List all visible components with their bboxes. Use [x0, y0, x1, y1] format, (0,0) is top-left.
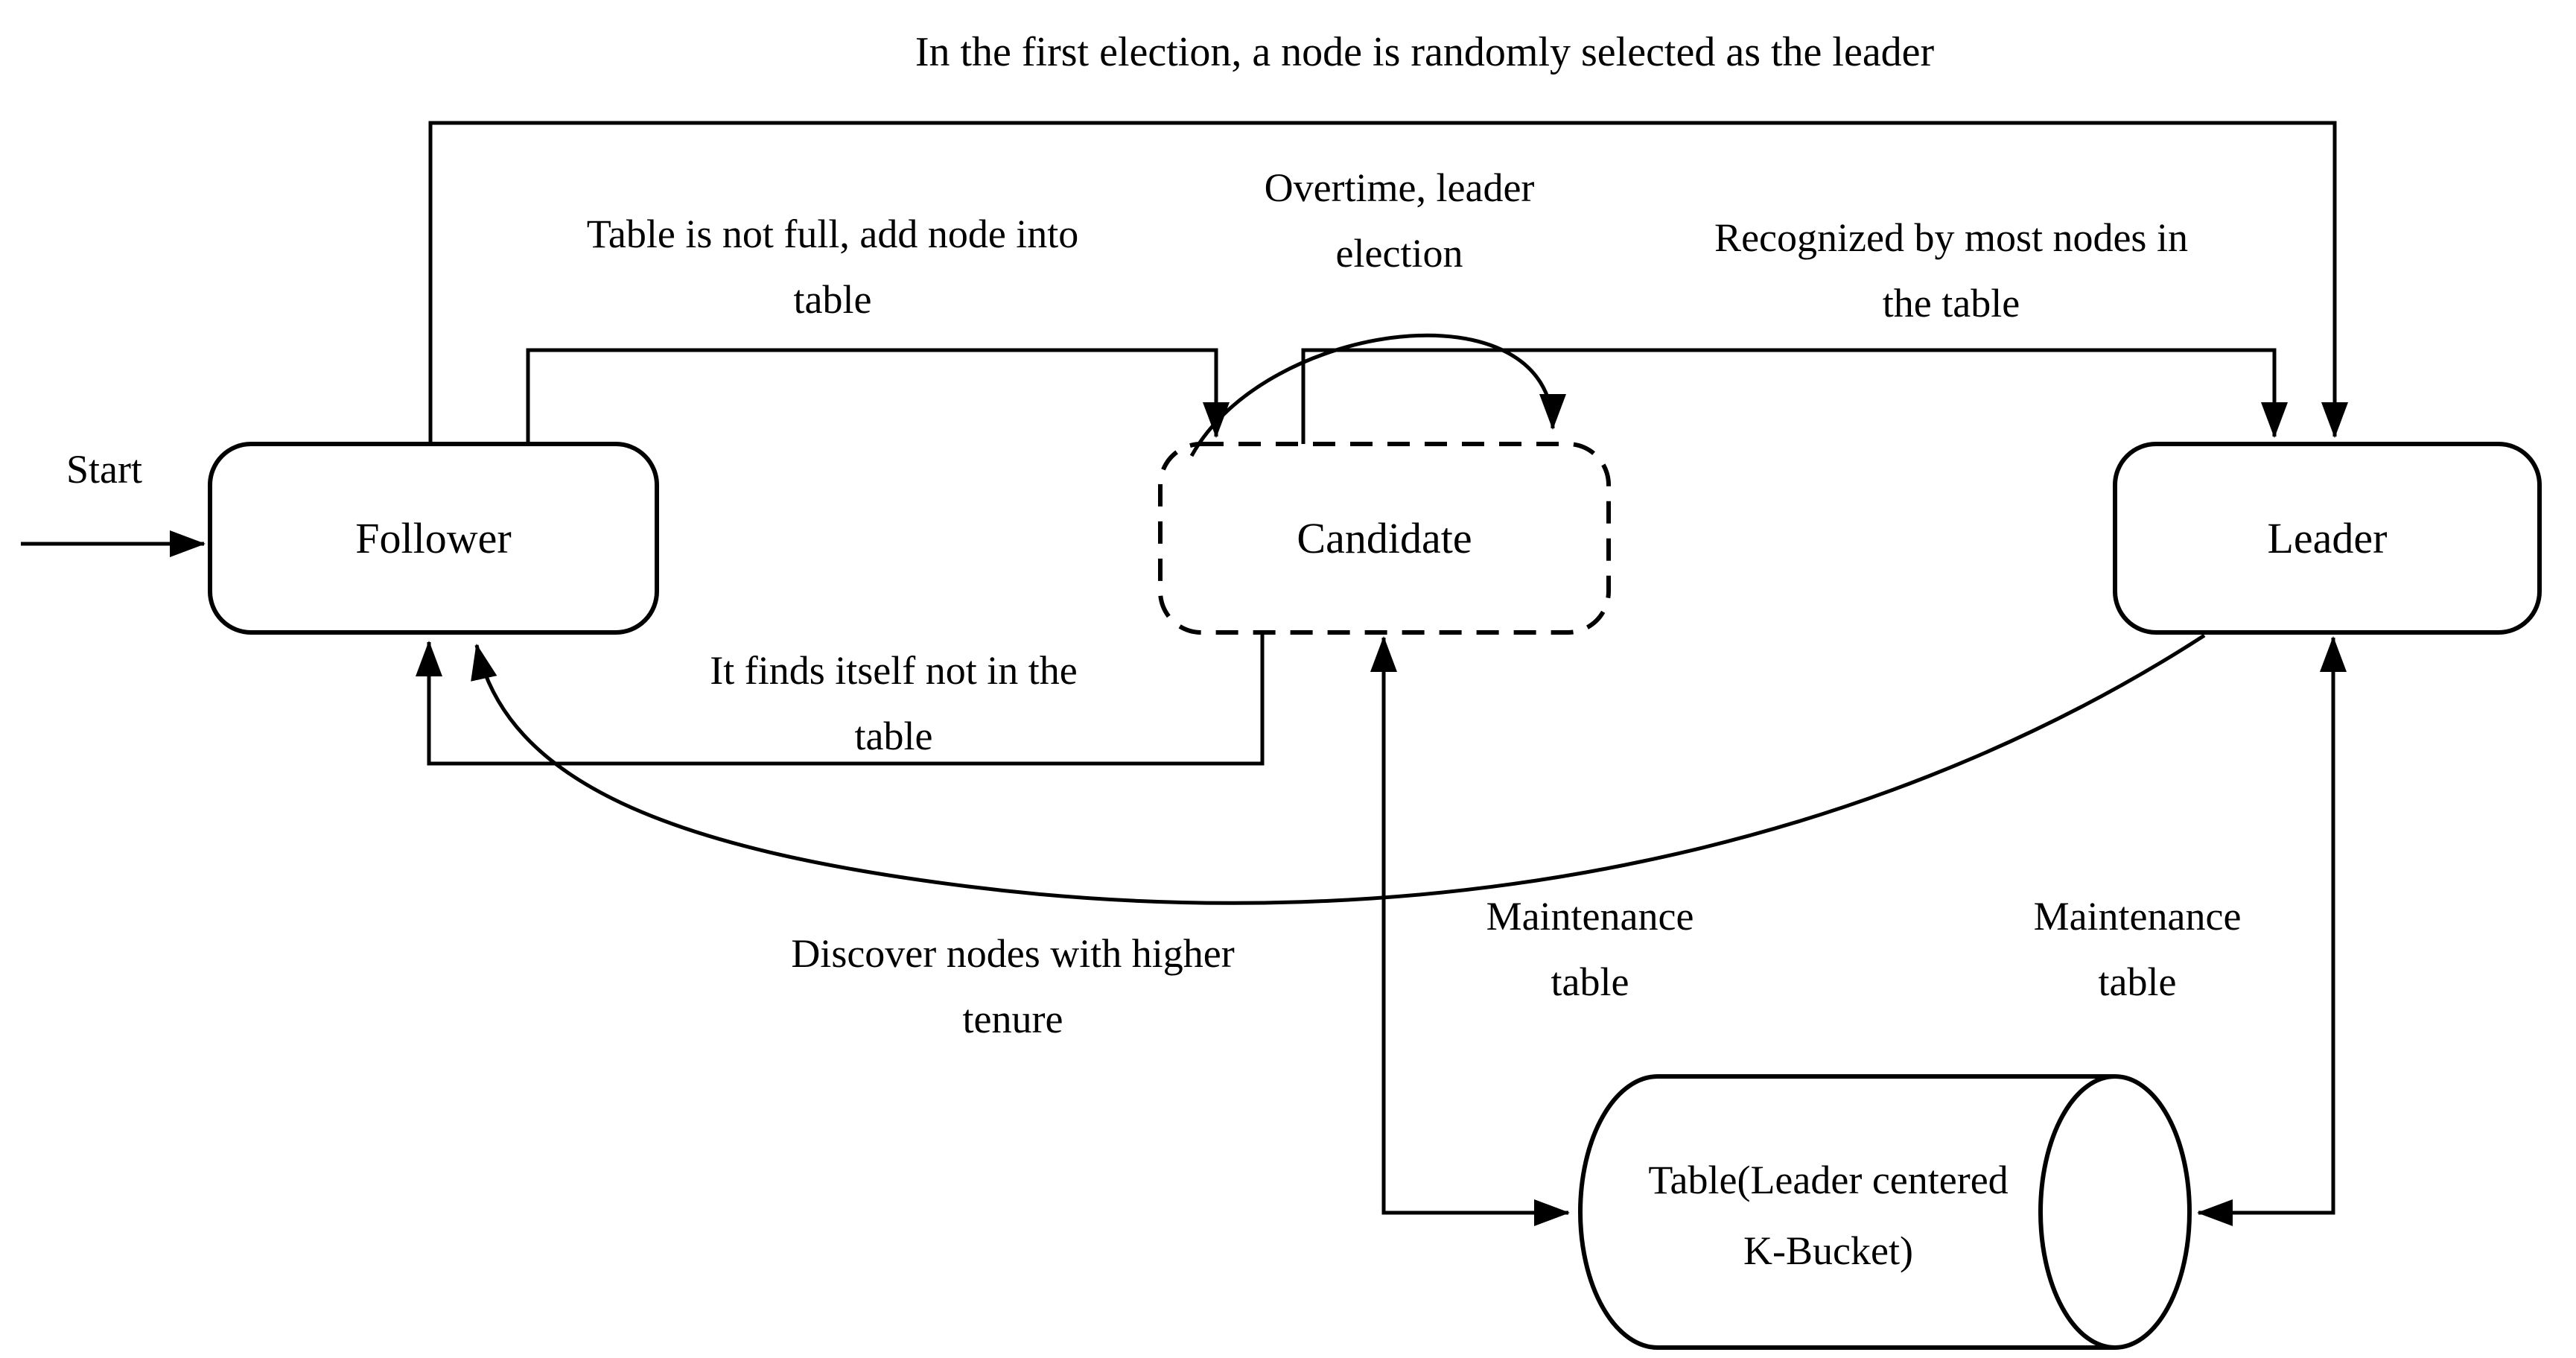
overtime-label: Overtime, leader election: [1265, 165, 1535, 276]
svg-text:table: table: [794, 277, 872, 322]
svg-text:Table is not full, add node in: Table is not full, add node into: [587, 212, 1079, 256]
follower-label: Follower: [355, 514, 511, 562]
maintenance-leader-label: Maintenance table: [2034, 894, 2242, 1004]
edge-not-in-table: [416, 632, 1265, 766]
svg-text:Discover nodes with higher: Discover nodes with higher: [791, 931, 1234, 976]
svg-text:K-Bucket): K-Bucket): [1743, 1228, 1913, 1273]
svg-text:the table: the table: [1883, 281, 2020, 326]
follower-node: [208, 442, 659, 635]
not-in-table-label: It finds itself not in the table: [710, 648, 1077, 758]
leader-label: Leader: [2268, 514, 2388, 562]
svg-text:Maintenance: Maintenance: [2034, 894, 2242, 939]
candidate-label: Candidate: [1297, 514, 1472, 562]
svg-text:Recognized by most nodes in: Recognized by most nodes in: [1714, 215, 2188, 260]
edge-recognized: [1301, 348, 2288, 444]
table-not-full-label: Table is not full, add node into table: [587, 212, 1079, 322]
svg-text:tenure: tenure: [963, 997, 1063, 1041]
svg-text:table: table: [2099, 959, 2177, 1004]
svg-text:Maintenance: Maintenance: [1486, 894, 1694, 939]
edge-table-not-full: [526, 348, 1230, 444]
svg-text:table: table: [1551, 959, 1629, 1004]
recognized-label: Recognized by most nodes in the table: [1714, 215, 2188, 326]
candidate-node: [1158, 442, 1611, 635]
svg-text:Overtime, leader: Overtime, leader: [1265, 165, 1535, 210]
discover-label: Discover nodes with higher tenure: [791, 931, 1234, 1041]
svg-text:election: election: [1336, 231, 1463, 276]
leader-node: [2113, 442, 2542, 635]
table-cylinder: [1578, 1074, 2192, 1350]
maintenance-candidate-label: Maintenance table: [1486, 894, 1694, 1004]
svg-text:table: table: [855, 714, 933, 758]
table-cylinder-label: Table(Leader centered K-Bucket): [1648, 1158, 2008, 1273]
diagram-title: In the first election, a node is randoml…: [915, 29, 1935, 75]
edge-maintenance-leader: [2197, 636, 2347, 1226]
svg-text:Table(Leader centered: Table(Leader centered: [1648, 1158, 2008, 1202]
edge-overtime-self-loop: [1189, 333, 1566, 457]
svg-text:It finds itself not in the: It finds itself not in the: [710, 648, 1077, 693]
start-label: Start: [66, 447, 142, 492]
edge-discover-higher-tenure: [471, 633, 2206, 905]
edge-maintenance-candidate: [1370, 636, 1570, 1226]
edge-first-election: [428, 121, 2348, 444]
